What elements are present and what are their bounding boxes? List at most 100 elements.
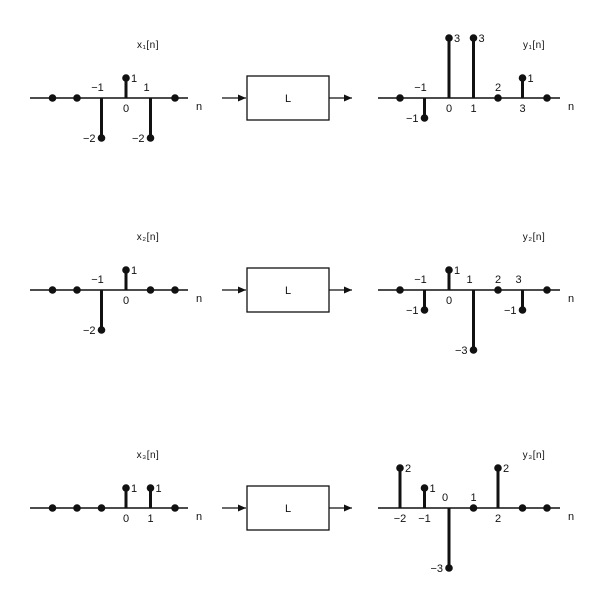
input3-value-label: 1: [131, 483, 137, 495]
output1-sample-dot: [396, 94, 404, 102]
input2-sample-dot: [73, 286, 81, 294]
output3-sample-dot: [518, 504, 527, 512]
output1-sample-dot: [420, 114, 429, 122]
output3-tick-label: −2: [394, 513, 407, 525]
input3-sample-dot: [97, 504, 106, 512]
output1-sample-dot: [445, 34, 453, 42]
input1-value-label: −2: [132, 133, 145, 145]
output3-sample-dot: [494, 464, 502, 472]
output1-tick-label: 3: [519, 103, 525, 115]
system-block: [246, 485, 330, 531]
input1-sample-dot: [171, 94, 179, 102]
output1-sample-dot: [469, 34, 478, 42]
input2-sample-dot: [122, 266, 130, 274]
output1-value-label: 1: [528, 73, 534, 85]
input3-signal-name: x₃[n]: [137, 450, 160, 461]
output1-sample-dot: [494, 94, 502, 102]
output2-tick-label: 0: [446, 295, 452, 307]
system-label: L: [285, 285, 291, 297]
output3-value-label: 2: [405, 463, 411, 475]
input3-sample-dot: [122, 484, 130, 492]
input2-sample-dot: [171, 286, 179, 294]
input1-tick-label: 0: [123, 103, 129, 115]
output2-value-label: −3: [455, 345, 468, 357]
output1-value-label: −1: [406, 113, 419, 125]
output1-axis-var: n: [568, 101, 574, 113]
output2-tick-label: 3: [515, 274, 521, 286]
output3-sample-dot: [420, 484, 429, 492]
output2-signal-name: y₂[n]: [523, 232, 546, 243]
input-arrowhead-icon: [238, 286, 246, 294]
output3-tick-label: 1: [470, 492, 476, 504]
output3-sample-dot: [469, 504, 478, 512]
input1-tick-label: −1: [91, 82, 104, 94]
input1-signal-name: x₁[n]: [137, 40, 159, 51]
input1-sample-dot: [146, 134, 155, 142]
output3-signal-name: y₃[n]: [523, 450, 546, 461]
input1-sample-dot: [48, 94, 57, 102]
input1-value-label: 1: [131, 73, 137, 85]
output-arrowhead-icon: [344, 286, 352, 294]
output3-value-label: 2: [503, 463, 509, 475]
output2-tick-label: 2: [495, 274, 501, 286]
output2-sample-dot: [469, 346, 478, 354]
input3-sample-dot: [146, 484, 155, 492]
input2-signal-name: x₂[n]: [137, 232, 160, 243]
output3-sample-dot: [396, 464, 404, 472]
output3-value-label: 1: [430, 483, 436, 495]
output1-value-label: 3: [454, 33, 460, 45]
input2-sample-dot: [48, 286, 57, 294]
output1-tick-label: 0: [446, 103, 452, 115]
input2-sample-dot: [146, 286, 155, 294]
output2-value-label: −1: [406, 305, 419, 317]
output3-sample-dot: [543, 504, 551, 512]
output2-sample-dot: [420, 306, 429, 314]
input1-sample-dot: [122, 74, 130, 82]
output1-tick-label: −1: [414, 82, 427, 94]
output3-value-label: −3: [430, 563, 443, 575]
input3-axis-var: n: [196, 511, 202, 523]
input3-sample-dot: [48, 504, 57, 512]
output2-sample-dot: [518, 306, 527, 314]
input3-sample-dot: [73, 504, 81, 512]
output2-axis-var: n: [568, 293, 574, 305]
output3-sample-dot: [445, 564, 453, 572]
output3-tick-label: 0: [442, 492, 448, 504]
output2-value-label: −1: [504, 305, 517, 317]
output2-tick-label: −1: [414, 274, 427, 286]
output3-tick-label: 2: [495, 513, 501, 525]
output-arrowhead-icon: [344, 504, 352, 512]
input2-tick-label: 0: [123, 295, 129, 307]
output1-sample-dot: [518, 74, 527, 82]
output2-sample-dot: [445, 266, 453, 274]
input2-tick-label: −1: [91, 274, 104, 286]
output2-sample-dot: [396, 286, 404, 294]
input2-sample-dot: [97, 326, 106, 334]
output3-axis-var: n: [568, 511, 574, 523]
input1-tick-label: 1: [143, 82, 149, 94]
output2-sample-dot: [494, 286, 502, 294]
input3-sample-dot: [171, 504, 179, 512]
output-arrowhead-icon: [344, 94, 352, 102]
input1-sample-dot: [97, 134, 106, 142]
input1-value-label: −2: [83, 133, 96, 145]
output1-signal-name: y₁[n]: [523, 40, 545, 51]
output2-sample-dot: [543, 286, 551, 294]
output2-tick-label: 1: [466, 274, 472, 286]
system-label: L: [285, 93, 291, 105]
input2-axis-var: n: [196, 293, 202, 305]
input1-sample-dot: [73, 94, 81, 102]
input1-axis-var: n: [196, 101, 202, 113]
input2-value-label: 1: [131, 265, 137, 277]
system-block: [246, 267, 330, 313]
output1-sample-dot: [543, 94, 551, 102]
input3-tick-label: 0: [123, 513, 129, 525]
output1-tick-label: 2: [495, 82, 501, 94]
input2-value-label: −2: [83, 325, 96, 337]
output3-tick-label: −1: [418, 513, 431, 525]
output2-value-label: 1: [454, 265, 460, 277]
input-arrowhead-icon: [238, 504, 246, 512]
input3-value-label: 1: [156, 483, 162, 495]
